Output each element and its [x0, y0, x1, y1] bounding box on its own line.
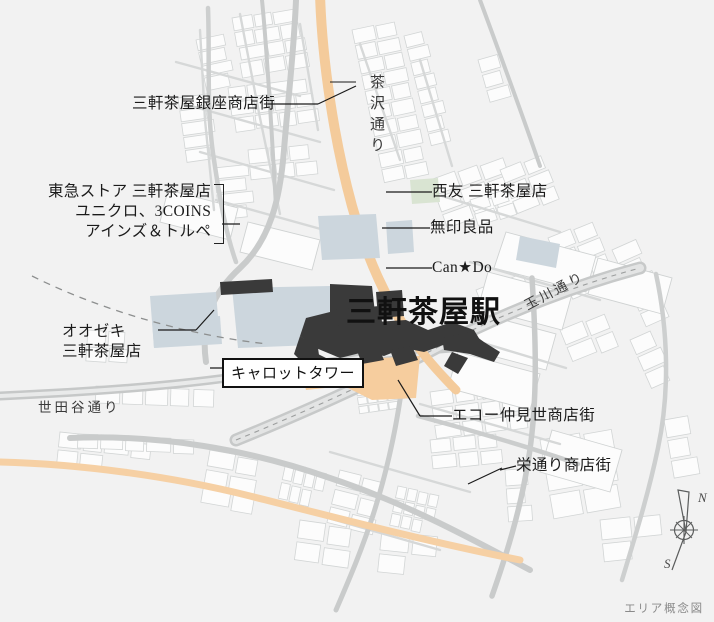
compass-north-label: N [698, 490, 707, 505]
callout-tokyu-bracket [214, 184, 224, 244]
callout-tokyu-line-2: ユニクロ、3COINS [75, 202, 212, 220]
callout-ozeki-line-1: オオゼキ [62, 323, 126, 340]
callout-tokyu-line-3: アインズ＆トルペ [85, 222, 212, 240]
block-mid [318, 214, 380, 260]
road-label-chazawa-dori: 茶沢通り [368, 74, 384, 158]
road-sakae-dori [0, 458, 524, 564]
road-secondary-south [67, 434, 533, 573]
callout-seiyu: 西友 三軒茶屋店 [432, 183, 548, 200]
callout-ginza-shotengai: 三軒茶屋銀座商店街 [132, 95, 276, 112]
compass-rose [670, 489, 698, 571]
compass-south-label: S [664, 556, 671, 571]
callout-ozeki-line-2: 三軒茶屋店 [62, 342, 142, 360]
callout-leaders [158, 85, 517, 485]
block-seiyu [410, 178, 440, 204]
callout-tokyu-line-1: 東急ストア 三軒茶屋店 [48, 183, 212, 200]
callout-ozeki: オオゼキ 三軒茶屋店 [62, 322, 142, 362]
callout-cando: Can★Do [432, 259, 493, 276]
callout-sakae-dori: 栄通り商店街 [516, 457, 612, 474]
walking-radius-arc [31, 275, 269, 345]
landmark-carrot-tower[interactable]: キャロットタワー [222, 358, 365, 388]
station-label: 三軒茶屋駅 [346, 296, 501, 329]
map-credit: エリア概念図 [624, 603, 704, 615]
callout-echo-nakamise: エコー仲見世商店街 [452, 407, 596, 424]
road-label-setagaya-dori: 世田谷通り [38, 400, 121, 415]
callout-muji: 無印良品 [430, 219, 494, 236]
callout-tokyu-group: 東急ストア 三軒茶屋店 ユニクロ、3COINS アインズ＆トルペ [48, 182, 211, 241]
